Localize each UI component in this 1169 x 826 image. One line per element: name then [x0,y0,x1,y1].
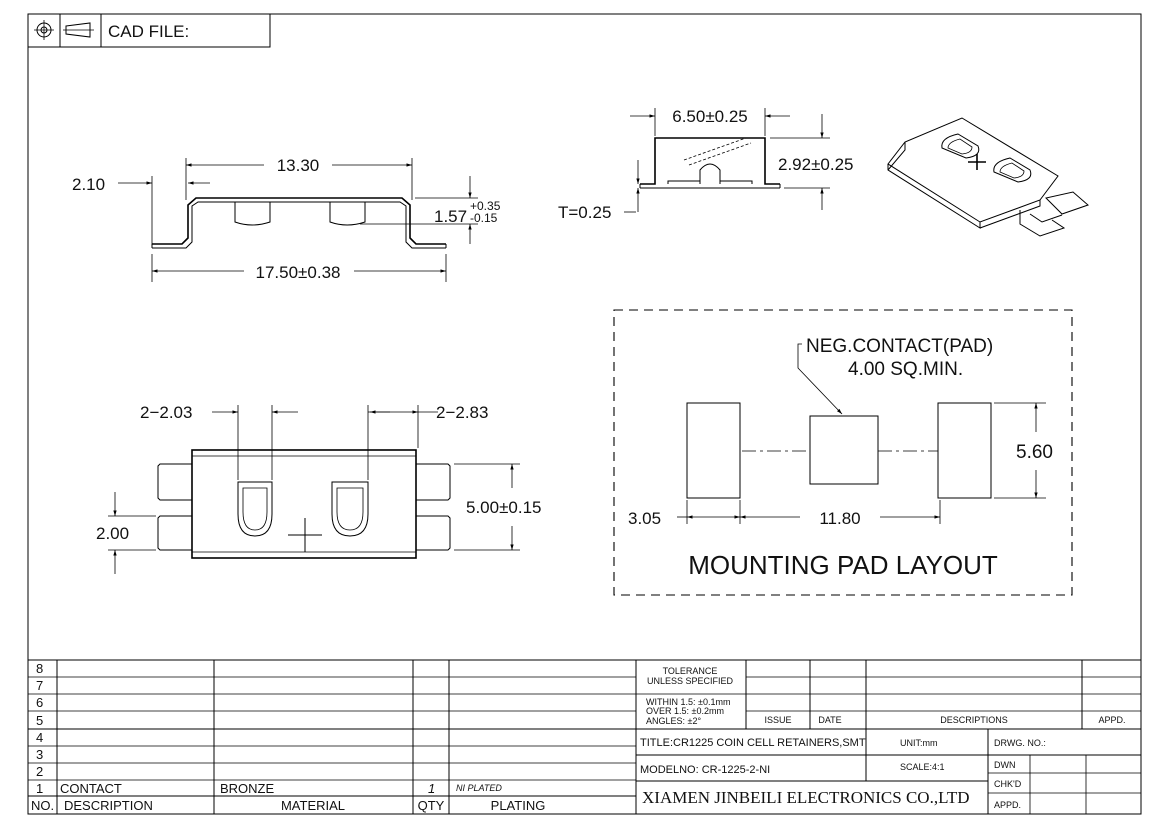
sheet-border [27,13,1142,815]
pad-right [937,402,992,499]
bom-row-description: CONTACT [60,781,122,796]
rev-row-8: 8 [36,661,43,676]
drawing-number-label: DRWG. NO.: [994,738,1046,748]
chkd-label: CHK'D [994,779,1022,789]
projection-symbol-icon [34,20,94,40]
rev-row-6: 6 [36,695,43,710]
company-name: XIAMEN JINBEILI ELECTRONICS CO.,LTD [642,788,970,807]
tolerance-angles: ANGLES: ±2° [646,716,701,726]
side-height-label: 2.10 [72,175,105,194]
appd-header: APPD. [1098,715,1125,725]
cad-file-header: CAD FILE: [27,13,271,48]
bom-revision-table: 8 7 6 5 4 3 2 1 CONTACT BRONZE 1 NI PLAT… [28,659,1141,814]
model-number: MODELNO: CR-1225-2-NI [640,764,770,776]
descriptions-header: DESCRIPTIONS [940,715,1008,725]
top-slot-left-label: 2−2.03 [140,403,192,422]
drawing-title: TITLE:CR1225 COIN CELL RETAINERS,SMT [640,737,866,749]
side-bump-label: 1.57 [434,207,467,226]
callout-line-2: 4.00 SQ.MIN. [848,359,963,380]
pad-width-label: 3.05 [628,509,661,528]
bom-header-description: DESCRIPTION [64,798,153,813]
mounting-pad-layout: NEG.CONTACT(PAD) 4.00 SQ.MIN. 3.05 11.80… [613,309,1073,596]
pad-height-label: 5.60 [1016,442,1053,463]
bom-row-plating: NI PLATED [456,783,502,793]
bom-row-qty: 1 [428,781,435,796]
rev-row-3: 3 [36,747,43,762]
pad-left [686,402,741,499]
bom-header-material: MATERIAL [281,798,345,813]
rev-row-2: 2 [36,764,43,779]
side-total-label: 17.50±0.38 [256,263,341,282]
scale-label: SCALE:4:1 [900,762,945,772]
side-bump-tol-plus: +0.35 [470,199,501,213]
rev-row-4: 4 [36,730,43,745]
side-bump-tol-minus: -0.15 [470,211,498,225]
tolerance-within: WITHIN 1.5: ±0.1mm [646,697,730,707]
end-width-label: 6.50±0.25 [672,107,748,126]
rev-row-5: 5 [36,713,43,728]
top-slot-right-label: 2−2.83 [436,403,488,422]
title-block: TOLERANCE UNLESS SPECIFIED WITHIN 1.5: ±… [636,660,1141,814]
tolerance-line-1: TOLERANCE [663,666,718,676]
bom-header-plating: PLATING [491,798,546,813]
tolerance-line-2: UNLESS SPECIFIED [647,676,734,686]
top-tab-label: 2.00 [96,524,129,543]
date-header: DATE [818,715,841,725]
side-view: 13.30 2.10 17.50±0.38 1.57 +0.35 -0.15 [72,156,501,282]
bom-header-no: NO. [31,798,54,813]
pad-pitch-label: 11.80 [819,509,860,528]
rev-row-7: 7 [36,678,43,693]
top-view: 2−2.03 2−2.83 5.00±0.15 2.00 [96,403,542,574]
end-view: 6.50±0.25 2.92±0.25 T=0.25 [558,107,854,222]
dwn-label: DWN [994,760,1016,770]
pad-center [809,415,879,485]
callout-line-1: NEG.CONTACT(PAD) [806,336,993,357]
tolerance-over: OVER 1.5: ±0.2mm [646,706,724,716]
bom-row-material: BRONZE [220,781,275,796]
top-height-label: 5.00±0.15 [466,498,542,517]
bom-row-no: 1 [36,781,43,796]
unit-label: UNIT:mm [900,738,938,748]
isometric-view [887,117,1089,237]
cad-file-label: CAD FILE: [108,22,189,41]
pad-layout-title: MOUNTING PAD LAYOUT [688,550,998,580]
appd-label: APPD. [994,800,1021,810]
end-height-label: 2.92±0.25 [778,155,854,174]
bom-header-qty: QTY [418,798,445,813]
issue-header: ISSUE [764,715,791,725]
side-width-label: 13.30 [277,156,320,175]
end-thickness-label: T=0.25 [558,203,611,222]
